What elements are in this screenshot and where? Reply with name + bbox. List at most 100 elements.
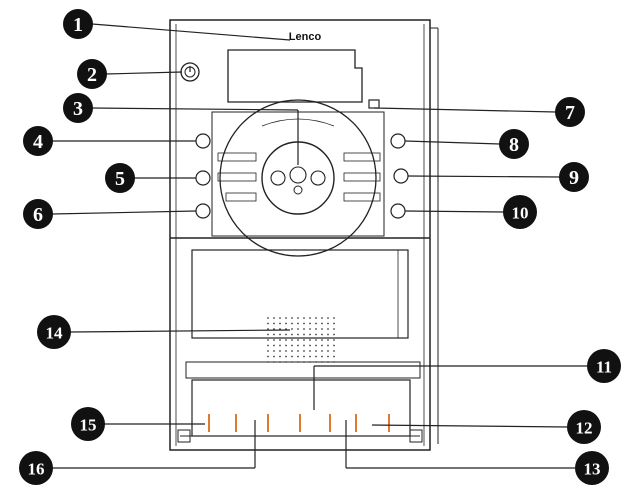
callout-marker-15	[71, 407, 105, 441]
button-6[interactable]	[195, 203, 211, 219]
grille-dot	[303, 350, 305, 352]
grille-dot	[285, 361, 287, 363]
button-4[interactable]	[195, 133, 211, 149]
standby-button[interactable]	[180, 62, 200, 82]
right-label-plate-2	[343, 172, 381, 182]
grille-dot	[279, 355, 281, 358]
callout-marker-8	[499, 129, 529, 159]
grille-dot	[321, 322, 323, 325]
grille-dot	[297, 344, 299, 347]
grille-dot	[279, 322, 281, 325]
grille-dot	[279, 328, 281, 330]
leader-lines	[51, 23, 592, 469]
button-8[interactable]	[390, 133, 406, 149]
callout-2: 2	[77, 59, 107, 89]
callout-marker-6	[23, 199, 53, 229]
leader-6	[51, 210, 197, 215]
grille-dot	[309, 333, 311, 336]
grille-dot	[273, 339, 275, 341]
grille-dot	[327, 355, 329, 358]
grille-dot	[315, 339, 317, 341]
grille-dot	[321, 317, 323, 319]
grille-dot	[273, 344, 275, 347]
tape-keys	[208, 414, 390, 432]
cd-skip-forward-button[interactable]	[310, 170, 326, 186]
grille-dot	[315, 333, 317, 336]
callout-9: 9	[559, 162, 589, 192]
callout-16: 16	[19, 451, 53, 485]
button-5[interactable]	[195, 170, 211, 186]
grille-dot	[297, 333, 299, 336]
grille-dot	[309, 344, 311, 347]
callout-marker-1	[63, 9, 93, 39]
leader-10	[404, 210, 505, 213]
cd-skip-back-button[interactable]	[270, 170, 286, 186]
grille-dot	[285, 344, 287, 347]
grille-dot	[297, 355, 299, 358]
grille-dot	[297, 350, 299, 352]
grille-dot	[309, 361, 311, 363]
grille-dot	[315, 322, 317, 325]
callout-10: 10	[503, 195, 537, 229]
callout-number-15: 15	[80, 416, 97, 435]
grille-dot	[309, 355, 311, 358]
grille-dot	[267, 355, 269, 358]
grille-dot	[321, 361, 323, 363]
grille-dot	[279, 361, 281, 363]
grille-dot	[273, 322, 275, 325]
display-outline	[227, 49, 363, 103]
callout-marker-3	[63, 93, 93, 123]
callout-marker-7	[555, 97, 585, 127]
grille-dot	[273, 350, 275, 352]
grille-dot	[321, 333, 323, 336]
left-label-plate-3	[225, 192, 257, 202]
grille-dot	[309, 322, 311, 325]
foot-left	[177, 429, 191, 443]
leader-2	[105, 71, 183, 75]
left-label-plate-2	[217, 172, 257, 182]
cd-play-button[interactable]	[289, 166, 307, 184]
speaker-grille	[267, 317, 335, 363]
grille-dot	[267, 322, 269, 325]
button-9[interactable]	[393, 168, 409, 184]
grille-dot	[285, 333, 287, 336]
leader-7	[373, 107, 557, 113]
grille-dot	[327, 317, 329, 319]
grille-dot	[309, 350, 311, 352]
callout-5: 5	[105, 163, 135, 193]
grille-dot	[327, 333, 329, 336]
grille-dot	[315, 328, 317, 330]
callout-marker-2	[77, 59, 107, 89]
grille-dot	[291, 350, 293, 352]
grille-dot	[297, 317, 299, 319]
callout-marker-16	[19, 451, 53, 485]
grille-dot	[327, 328, 329, 330]
right-label-plate-3	[343, 192, 381, 202]
grille-dot	[321, 328, 323, 330]
callout-number-14: 14	[46, 324, 64, 343]
callout-11: 11	[587, 349, 621, 383]
callout-number-3: 3	[73, 98, 83, 120]
cd-stop-button[interactable]	[293, 185, 303, 195]
callout-15: 15	[71, 407, 105, 441]
grille-dot	[297, 339, 299, 341]
grille-dot	[297, 361, 299, 363]
grille-dot	[327, 350, 329, 352]
grille-dot	[285, 355, 287, 358]
grille-dot	[333, 350, 335, 352]
callout-number-10: 10	[512, 204, 529, 223]
grille-dot	[267, 339, 269, 341]
grille-dot	[279, 333, 281, 336]
grille-dot	[303, 344, 305, 347]
callout-marker-13	[575, 451, 609, 485]
leader-14	[69, 329, 291, 333]
control-strip	[185, 361, 421, 379]
grille-dot	[333, 328, 335, 330]
foot-right	[409, 429, 423, 443]
grille-dot	[327, 344, 329, 347]
grille-dot	[303, 333, 305, 336]
leader-12	[371, 424, 569, 428]
callout-marker-4	[23, 126, 53, 156]
button-10[interactable]	[390, 203, 406, 219]
